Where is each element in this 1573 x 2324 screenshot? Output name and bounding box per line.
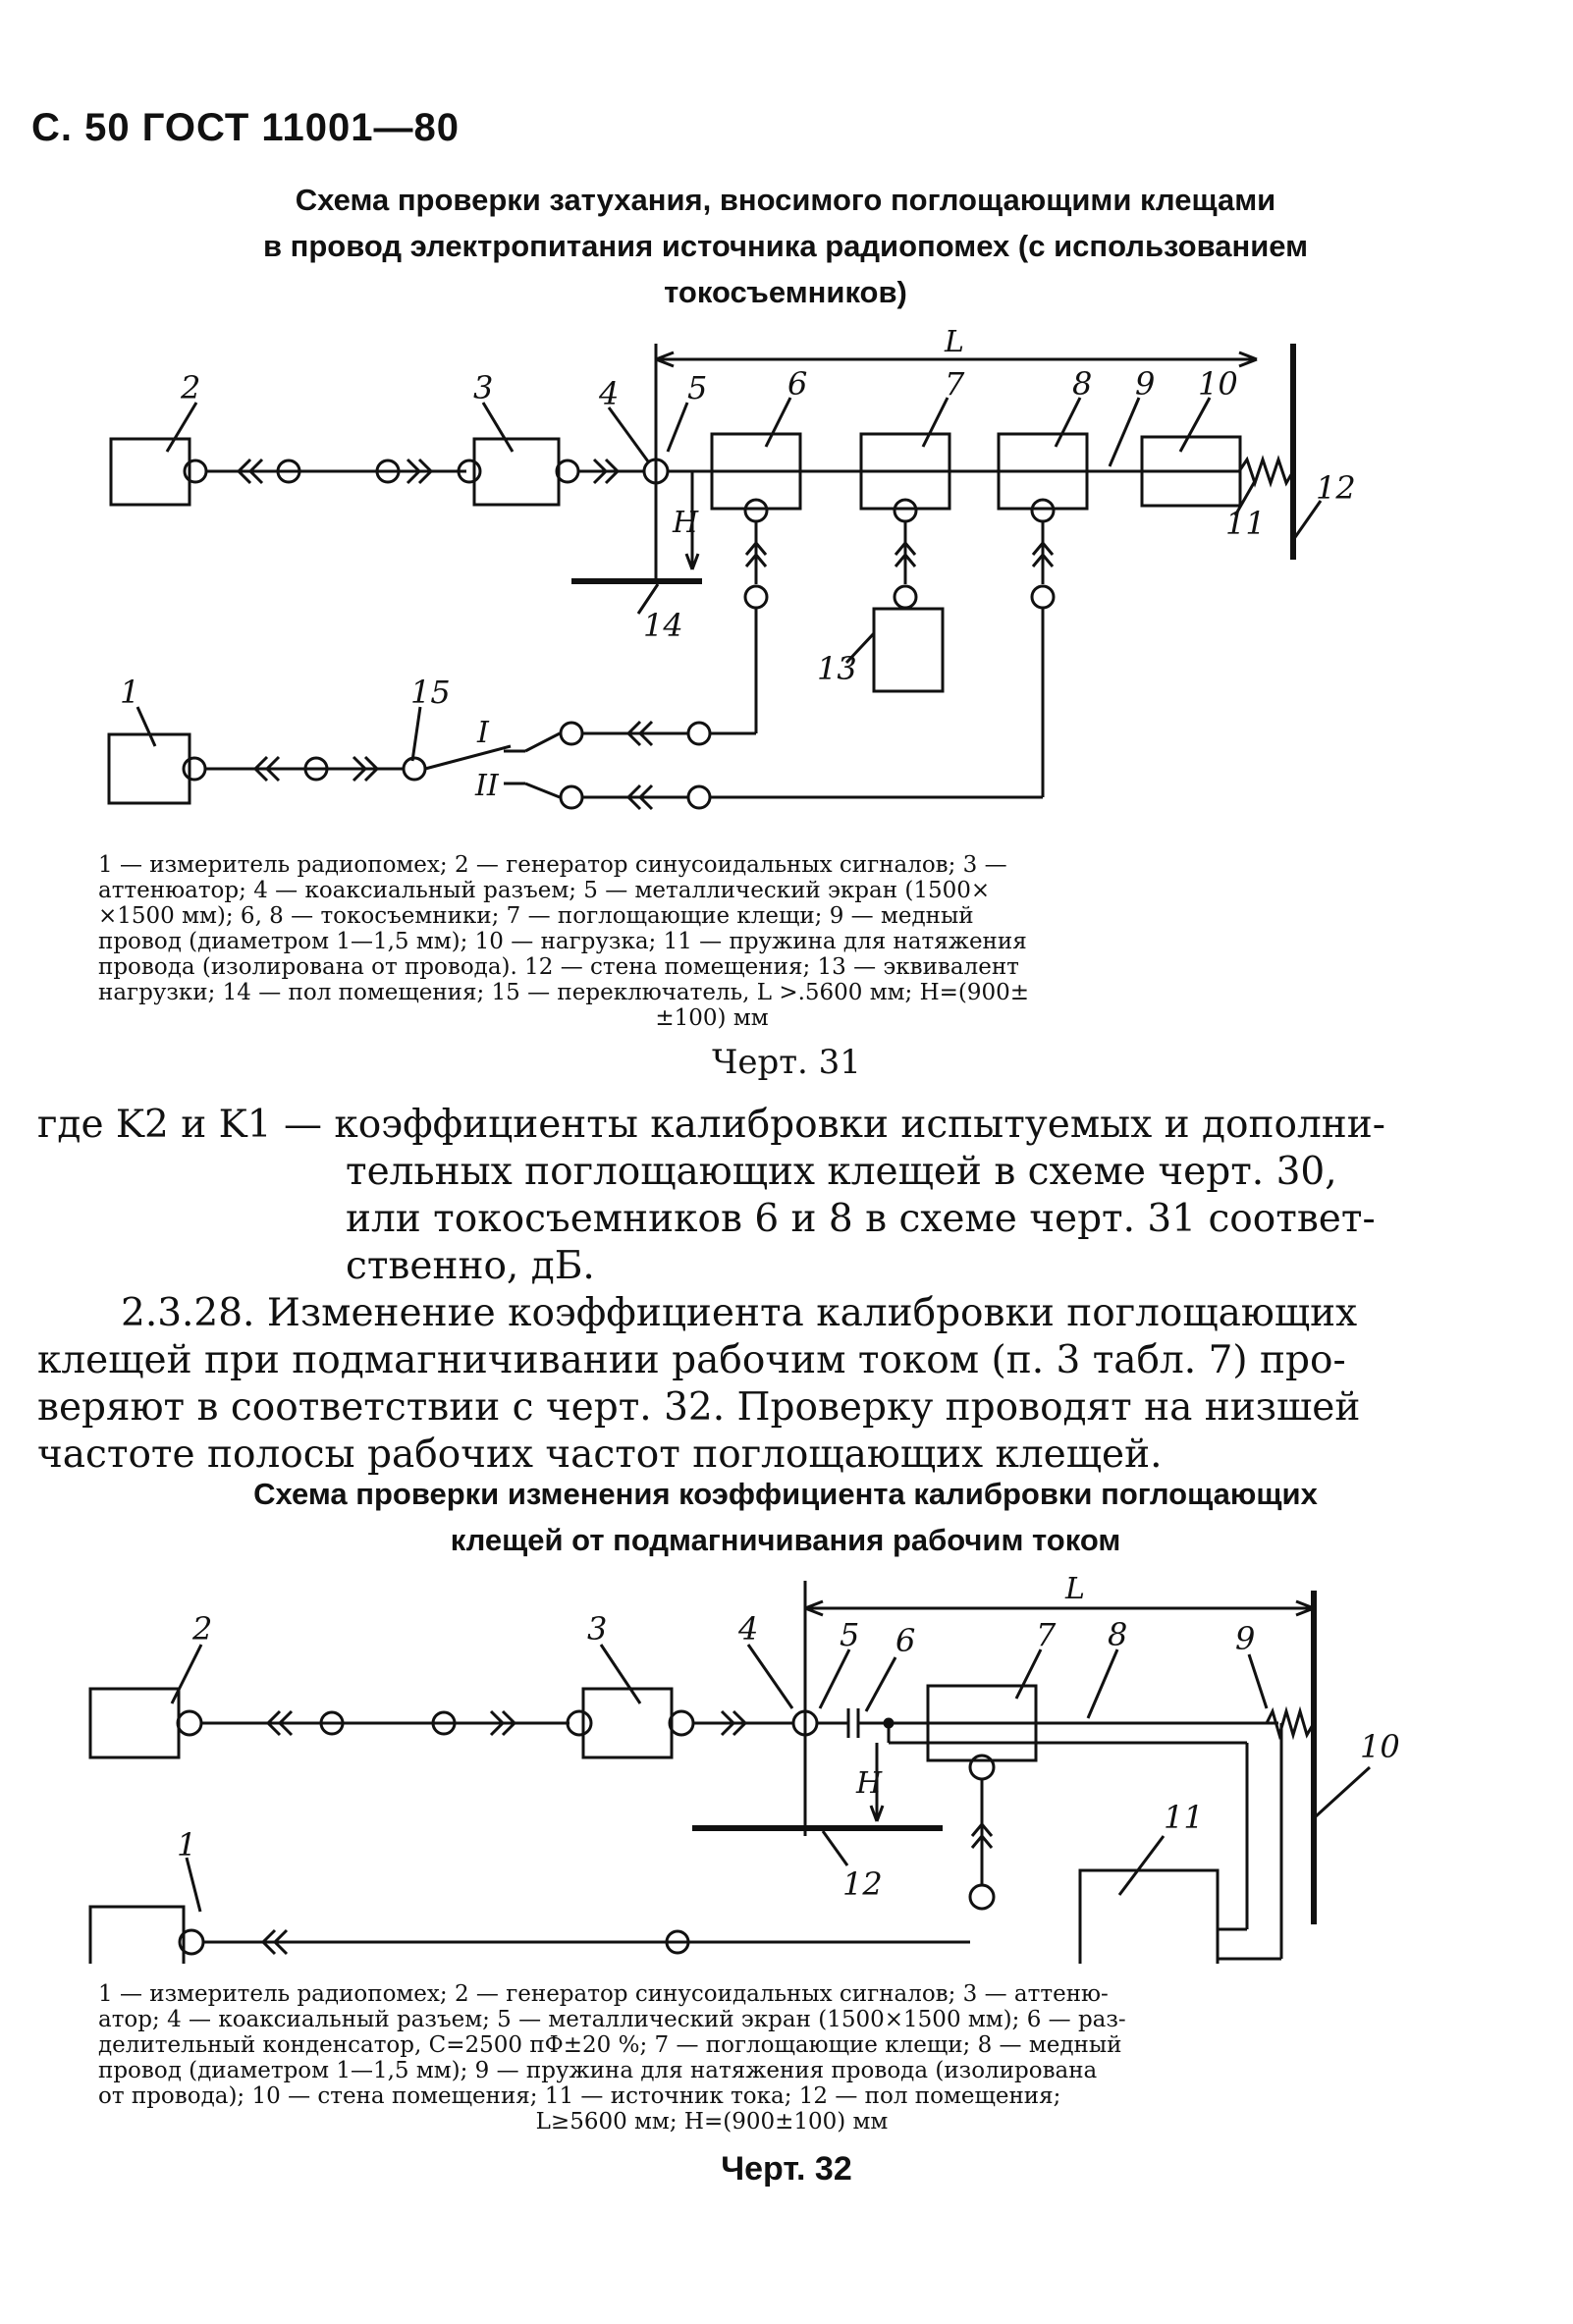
figure31-title-line: Схема проверки затухания, вносимого погл… — [295, 183, 1276, 217]
figure31-label-13: 13 — [817, 650, 857, 687]
figure32-legend-line: атор; 4 — коаксиальный разъем; 5 — метал… — [98, 2007, 1126, 2032]
figure32-label-4: 4 — [737, 1610, 758, 1648]
figure31-label-9: 9 — [1135, 365, 1155, 403]
figure32-legend-line: L≥5600 мм; H=(900±100) мм — [535, 2109, 889, 2135]
figure32-legend-line: от провода); 10 — стена помещения; 11 — … — [98, 2083, 1061, 2109]
figure32-legend: 1 — измеритель радиопомех; 2 — генератор… — [98, 1981, 1326, 2135]
figure32-label-11: 11 — [1164, 1799, 1204, 1836]
where-continuation: тельных поглощающих клещей в схеме черт.… — [346, 1150, 1337, 1194]
figure31-label-switch-II: II — [474, 769, 500, 803]
page-header: С. 50 ГОСТ 11001—80 — [31, 106, 460, 149]
figure32-caption: Черт. 32 — [721, 2150, 852, 2188]
figure31-legend-line: 1 — измеритель радиопомех; 2 — генератор… — [98, 852, 1007, 878]
figure31-label-2: 2 — [180, 369, 200, 406]
figure32-label-1: 1 — [177, 1826, 196, 1864]
figure32-label-12: 12 — [842, 1865, 883, 1903]
where-continuation: или токосъемников 6 и 8 в схеме черт. 31… — [346, 1197, 1376, 1241]
figure32-label-6: 6 — [895, 1622, 915, 1659]
figure31-title-line: в провод электропитания источника радиоп… — [262, 229, 1309, 263]
figure31-label-1: 1 — [120, 674, 139, 711]
figure32-title-line: Схема проверки изменения коэффициента ка… — [253, 1477, 1318, 1511]
where-line: где K2 и K1 — коэффициенты калибровки ис… — [37, 1103, 1385, 1147]
paragraph-line: клещей при подмагничивании рабочим током… — [37, 1338, 1346, 1382]
figure32-legend-line: делительный конденсатор, C=2500 пФ±20 %;… — [98, 2032, 1122, 2058]
figure31-label-7: 7 — [945, 365, 965, 403]
paragraph-line: 2.3.28. Изменение коэффициента калибровк… — [121, 1291, 1358, 1335]
figure31-label-6: 6 — [787, 365, 807, 403]
figure31-label-8: 8 — [1072, 365, 1092, 403]
where-continuation: ственно, дБ. — [346, 1244, 595, 1288]
paragraph-line: веряют в соответствии с черт. 32. Провер… — [37, 1385, 1361, 1430]
figure32-label-7: 7 — [1036, 1616, 1057, 1653]
figure31-legend-line: аттенюатор; 4 — коаксиальный разъем; 5 —… — [98, 878, 991, 903]
figure32-label-9: 9 — [1235, 1620, 1255, 1657]
figure31-label-10: 10 — [1198, 365, 1238, 403]
figure31-label-3: 3 — [473, 369, 493, 406]
figure32-label-H: H — [855, 1766, 883, 1801]
figure32-legend-line: провод (диаметром 1—1,5 мм); 9 — пружина… — [98, 2058, 1098, 2083]
figure31-legend-line: ×1500 мм); 6, 8 — токосъемники; 7 — погл… — [98, 903, 974, 929]
figure31-label-11: 11 — [1225, 505, 1266, 542]
figure31-title-line: токосъемников) — [664, 275, 907, 309]
figure31-label-15: 15 — [410, 674, 451, 711]
figure32-label-L: L — [1064, 1572, 1085, 1606]
paragraph-line: частоте полосы рабочих частот поглощающи… — [37, 1432, 1163, 1477]
figure31-legend: 1 — измеритель радиопомех; 2 — генератор… — [98, 852, 1326, 1031]
figure31-label-H: H — [672, 506, 699, 540]
figure32-diagram: 2 3 4 5 6 7 8 9 10 11 12 1 L H — [88, 1572, 1400, 1964]
figure31-diagram: 2 3 4 5 6 7 8 9 10 11 12 13 14 1 15 L H … — [107, 325, 1356, 811]
figure31-label-switch-I: I — [476, 716, 490, 750]
figure32-legend-line: 1 — измеритель радиопомех; 2 — генератор… — [98, 1981, 1109, 2007]
figure31-legend-line: нагрузки; 14 — пол помещения; 15 — перек… — [98, 980, 1030, 1005]
figure32-label-5: 5 — [840, 1616, 859, 1653]
figure31-label-4: 4 — [598, 375, 619, 412]
figure31-legend-line: провод (диаметром 1—1,5 мм); 10 — нагруз… — [98, 929, 1027, 954]
figure32-title-line: клещей от подмагничивания рабочим током — [450, 1523, 1121, 1557]
figure32-label-10: 10 — [1360, 1728, 1400, 1765]
figure32-title: Схема проверки изменения коэффициента ка… — [118, 1471, 1453, 1563]
figure31-title: Схема проверки затухания, вносимого погл… — [118, 177, 1453, 315]
figure31-label-5: 5 — [687, 369, 707, 406]
figure31-legend-line: провода (изолирована от провода). 12 — с… — [98, 954, 1019, 980]
figure31-caption: Черт. 31 — [712, 1043, 861, 1082]
figure31-label-L: L — [944, 325, 964, 359]
body-text: где K2 и K1 — коэффициенты калибровки ис… — [37, 1102, 1432, 1479]
figure31-label-14: 14 — [643, 607, 683, 644]
figure32-label-8: 8 — [1108, 1616, 1127, 1653]
figure32-label-3: 3 — [587, 1610, 607, 1648]
figure31-legend-line: ±100) мм — [655, 1005, 769, 1031]
figure31-label-12: 12 — [1316, 469, 1356, 507]
figure32-label-2: 2 — [191, 1610, 212, 1648]
